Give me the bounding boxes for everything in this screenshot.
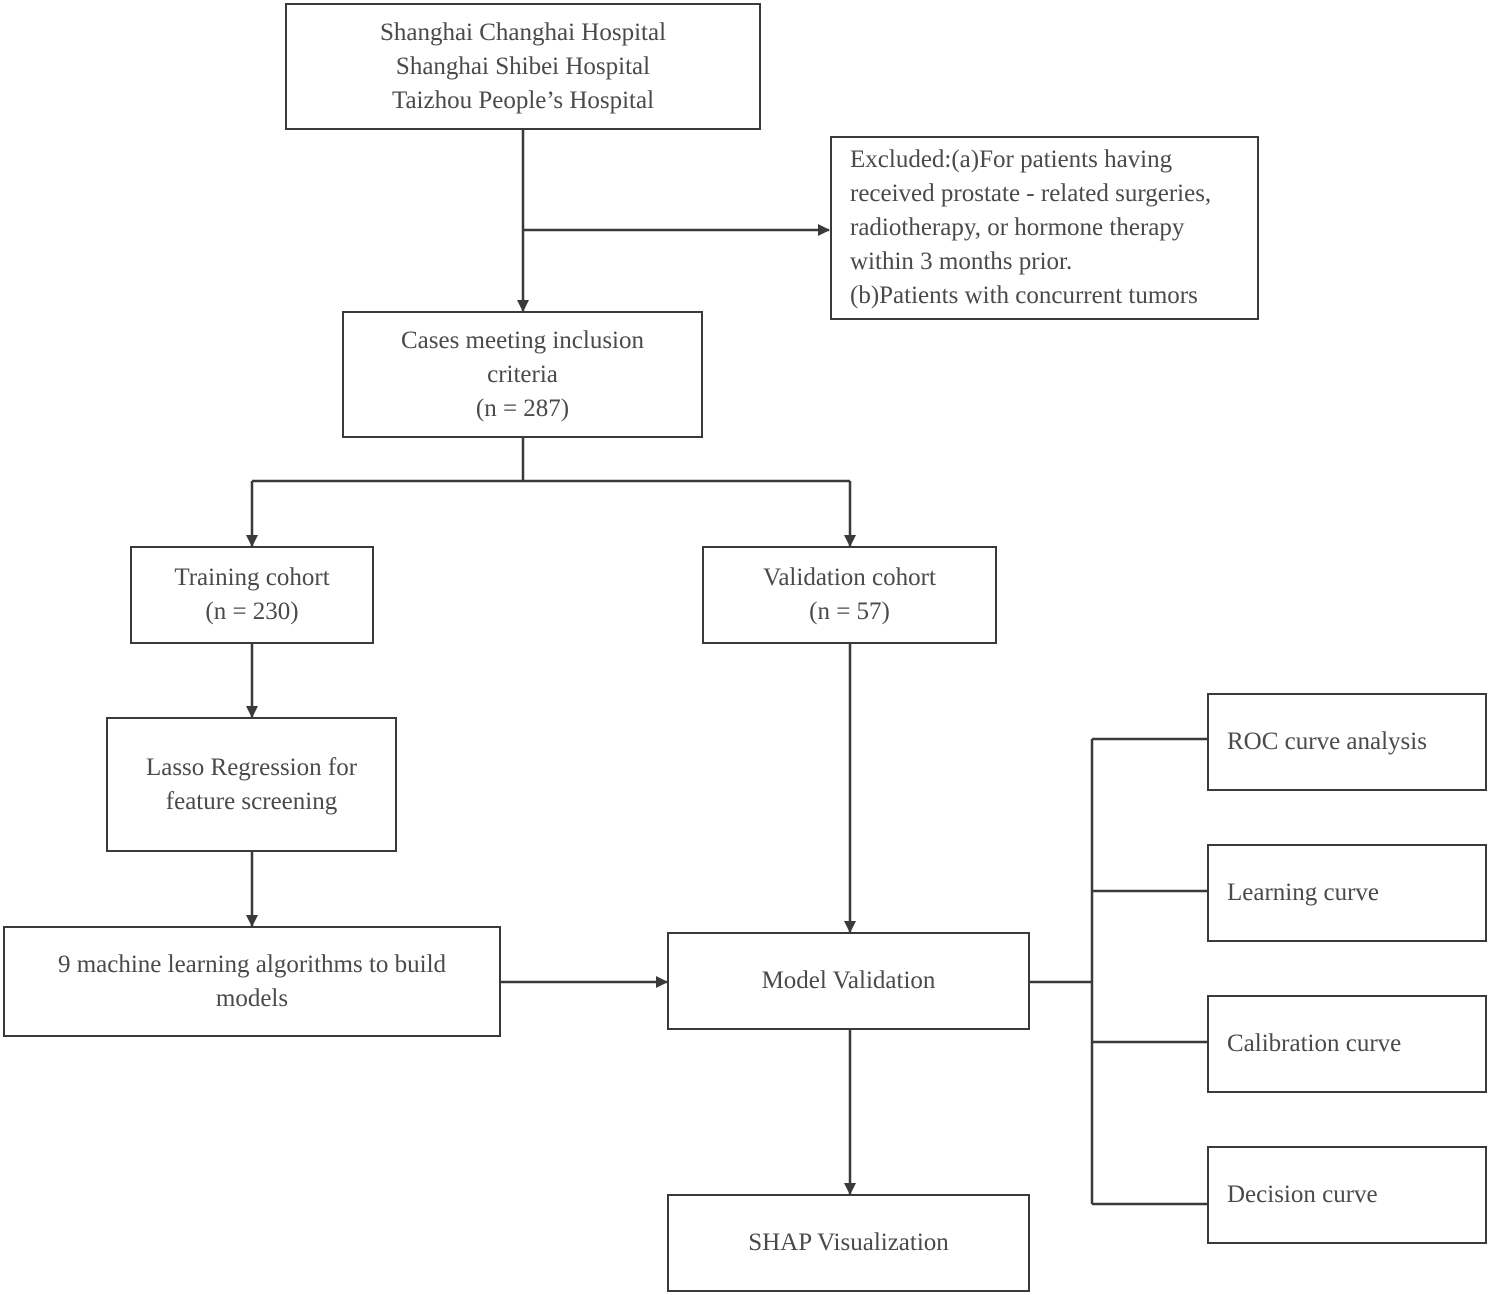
calibration-curve-label: Calibration curve <box>1227 1030 1402 1057</box>
sources-box: Shanghai Changhai Hospital Shanghai Shib… <box>285 3 761 130</box>
ml-line-1: 9 machine learning algorithms to build <box>57 950 447 978</box>
excluded-line-3: radiotherapy, or hormone therapy <box>850 214 1185 241</box>
excluded-box: Excluded:(a)For patients having received… <box>830 136 1259 320</box>
learning-curve-label: Learning curve <box>1227 879 1380 906</box>
decision-curve-box: Decision curve <box>1207 1146 1487 1244</box>
training-cohort-count: (n = 230) <box>205 598 299 625</box>
training-cohort-label: Training cohort <box>174 564 330 591</box>
excluded-line-5: (b)Patients with concurrent tumors <box>850 282 1198 309</box>
validation-cohort-count: (n = 57) <box>809 598 890 625</box>
inclusion-box: Cases meeting inclusion criteria (n = 28… <box>342 311 703 438</box>
source-hospital-1: Shanghai Changhai Hospital <box>379 18 667 46</box>
model-validation-label: Model Validation <box>761 967 936 994</box>
training-cohort-box: Training cohort (n = 230) <box>130 546 374 644</box>
excluded-line-2: received prostate - related surgeries, <box>850 180 1212 207</box>
lasso-line-2: feature screening <box>165 787 338 815</box>
roc-label: ROC curve analysis <box>1227 728 1427 755</box>
roc-box: ROC curve analysis <box>1207 693 1487 791</box>
ml-algorithms-box: 9 machine learning algorithms to build m… <box>3 926 501 1037</box>
ml-line-2: models <box>215 984 289 1012</box>
source-hospital-3: Taizhou People’s Hospital <box>391 86 655 114</box>
inclusion-line-2: criteria <box>487 360 558 388</box>
learning-curve-box: Learning curve <box>1207 844 1487 942</box>
inclusion-count: (n = 287) <box>475 394 570 422</box>
lasso-box: Lasso Regression for feature screening <box>106 717 397 852</box>
validation-cohort-box: Validation cohort (n = 57) <box>702 546 997 644</box>
lasso-line-1: Lasso Regression for <box>145 753 358 781</box>
validation-cohort-label: Validation cohort <box>763 564 936 591</box>
model-validation-box: Model Validation <box>667 932 1030 1030</box>
excluded-line-1: Excluded:(a)For patients having <box>850 146 1173 173</box>
calibration-curve-box: Calibration curve <box>1207 995 1487 1093</box>
shap-box: SHAP Visualization <box>667 1194 1030 1292</box>
excluded-line-4: within 3 months prior. <box>850 248 1073 275</box>
source-hospital-2: Shanghai Shibei Hospital <box>395 52 651 80</box>
shap-label: SHAP Visualization <box>748 1229 949 1256</box>
inclusion-line-1: Cases meeting inclusion <box>400 326 645 354</box>
decision-curve-label: Decision curve <box>1227 1181 1378 1208</box>
